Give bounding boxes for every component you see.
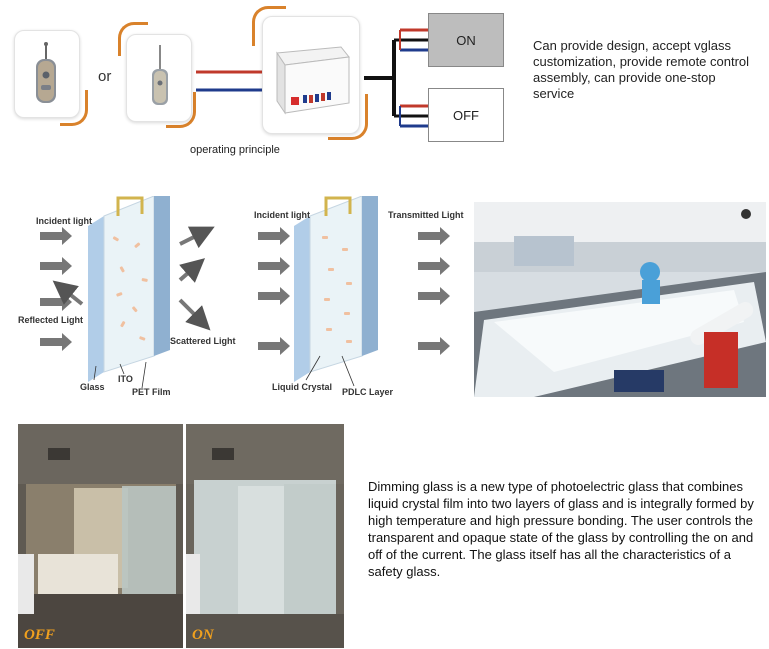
output-wires xyxy=(364,28,430,128)
remote-control-2 xyxy=(118,22,196,128)
pdlc-layer-label: PDLC Layer xyxy=(342,387,394,397)
controller-box xyxy=(252,6,368,140)
liquid-crystal-label: Liquid Crystal xyxy=(272,382,332,392)
ito-label: ITO xyxy=(118,374,133,384)
remote-control-1 xyxy=(14,30,88,126)
incident-light-label-2: Incident light xyxy=(254,210,310,220)
pet-film-label: PET Film xyxy=(132,387,171,397)
or-text: or xyxy=(98,68,112,85)
service-description: Can provide design, accept vglass custom… xyxy=(533,38,750,101)
factory-photo xyxy=(474,202,766,397)
controller-icon xyxy=(276,46,350,115)
transmission-diagram: Incident light Transmitted Light Liquid … xyxy=(254,196,464,397)
on-state-box: ON xyxy=(428,13,504,67)
input-wires xyxy=(196,70,266,92)
scattering-diagram: Incident light Reflected Light Scattered… xyxy=(18,196,236,397)
dimming-glass-description: Dimming glass is a new type of photoelec… xyxy=(368,479,754,579)
glass-label: Glass xyxy=(80,382,105,392)
incident-light-label: Incident light xyxy=(36,216,92,226)
remote-control-icon xyxy=(36,42,56,103)
room-photo-on: ON xyxy=(186,424,344,648)
off-state-box: OFF xyxy=(428,88,504,142)
remote-control-icon xyxy=(152,45,168,105)
on-photo-label: ON xyxy=(192,627,214,643)
room-photo-off: OFF xyxy=(18,424,183,648)
scattered-light-label: Scattered Light xyxy=(170,336,236,346)
reflected-light-label: Reflected Light xyxy=(18,315,83,325)
operating-principle-caption: operating principle xyxy=(190,144,280,156)
transmitted-light-label: Transmitted Light xyxy=(388,210,464,220)
off-photo-label: OFF xyxy=(24,627,55,643)
